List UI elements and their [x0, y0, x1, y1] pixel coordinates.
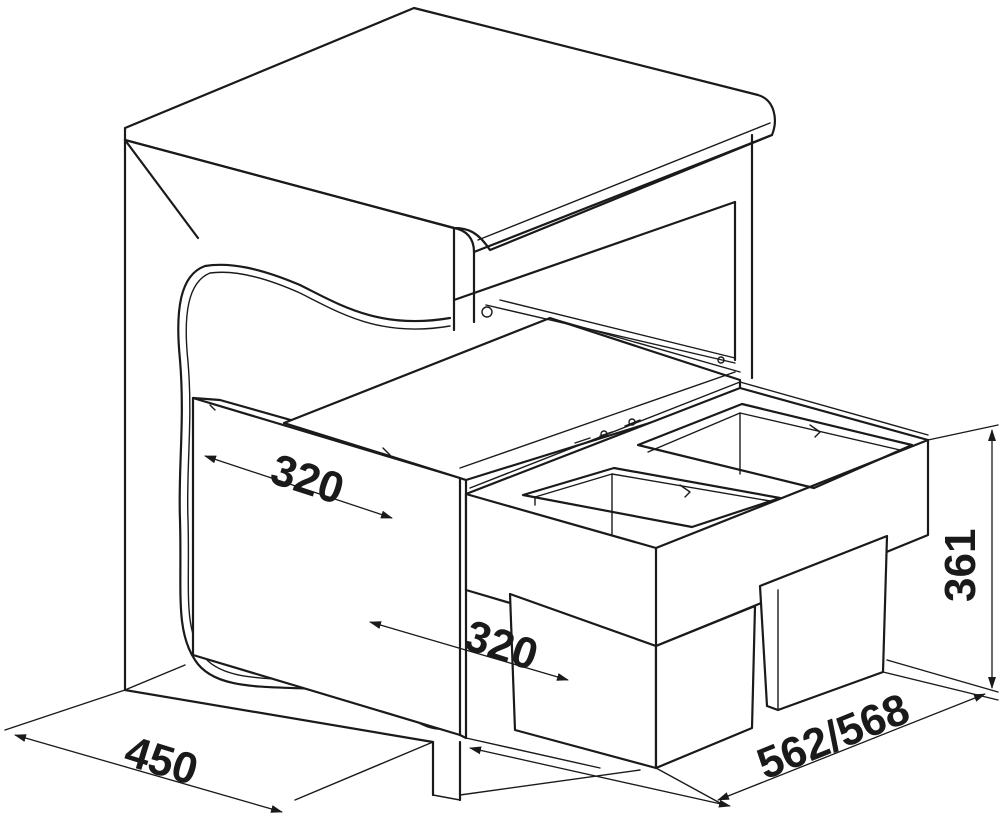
dimension-label-height: 361 — [936, 529, 985, 602]
waste-bins — [464, 381, 930, 770]
dimension-height: 361 — [886, 424, 999, 693]
dimension-label-cabinet-depth: 450 — [119, 727, 204, 795]
countertop — [123, 6, 776, 252]
cabinet — [123, 6, 776, 802]
